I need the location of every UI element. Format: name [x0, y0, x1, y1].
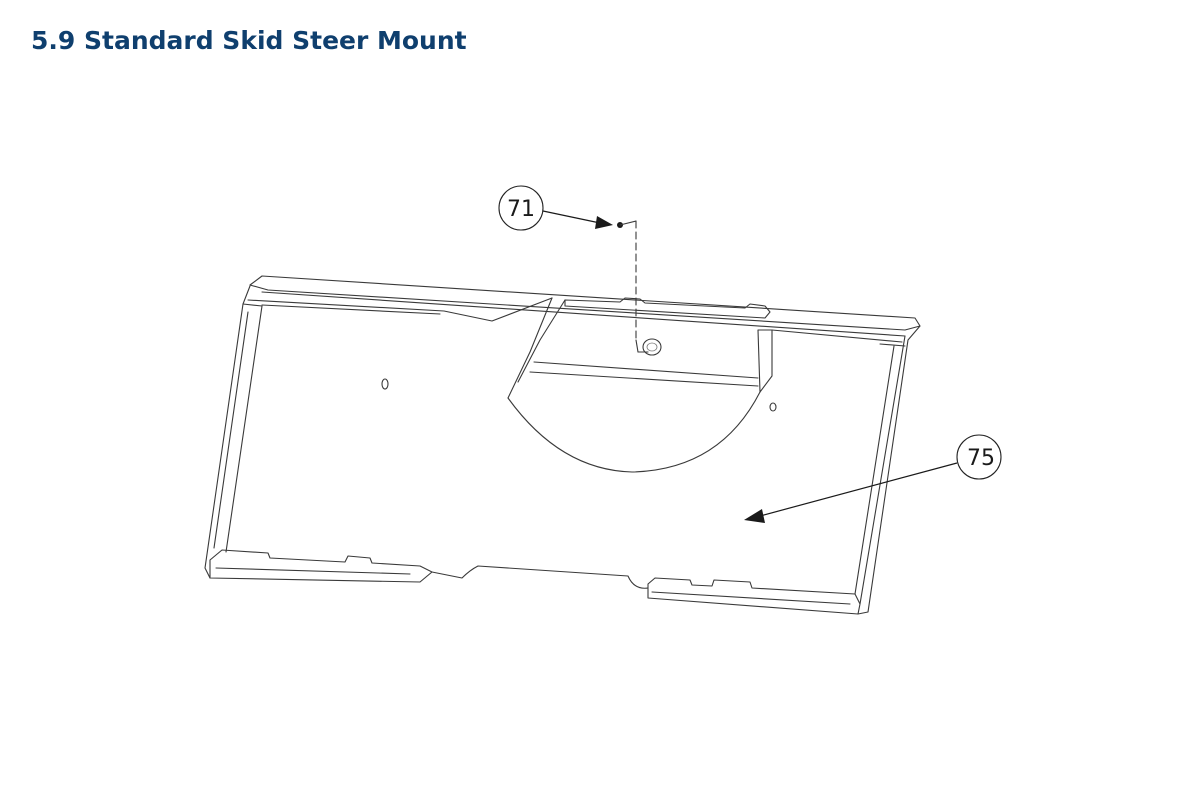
callout-75: 75 — [744, 434, 1002, 523]
bolt — [617, 220, 649, 353]
callout-75-label: 75 — [967, 446, 995, 471]
callout-71-label: 71 — [507, 197, 535, 222]
mount-plate — [204, 275, 921, 615]
callout-71: 71 — [498, 185, 613, 231]
page-title: 5.9 Standard Skid Steer Mount — [31, 26, 467, 55]
